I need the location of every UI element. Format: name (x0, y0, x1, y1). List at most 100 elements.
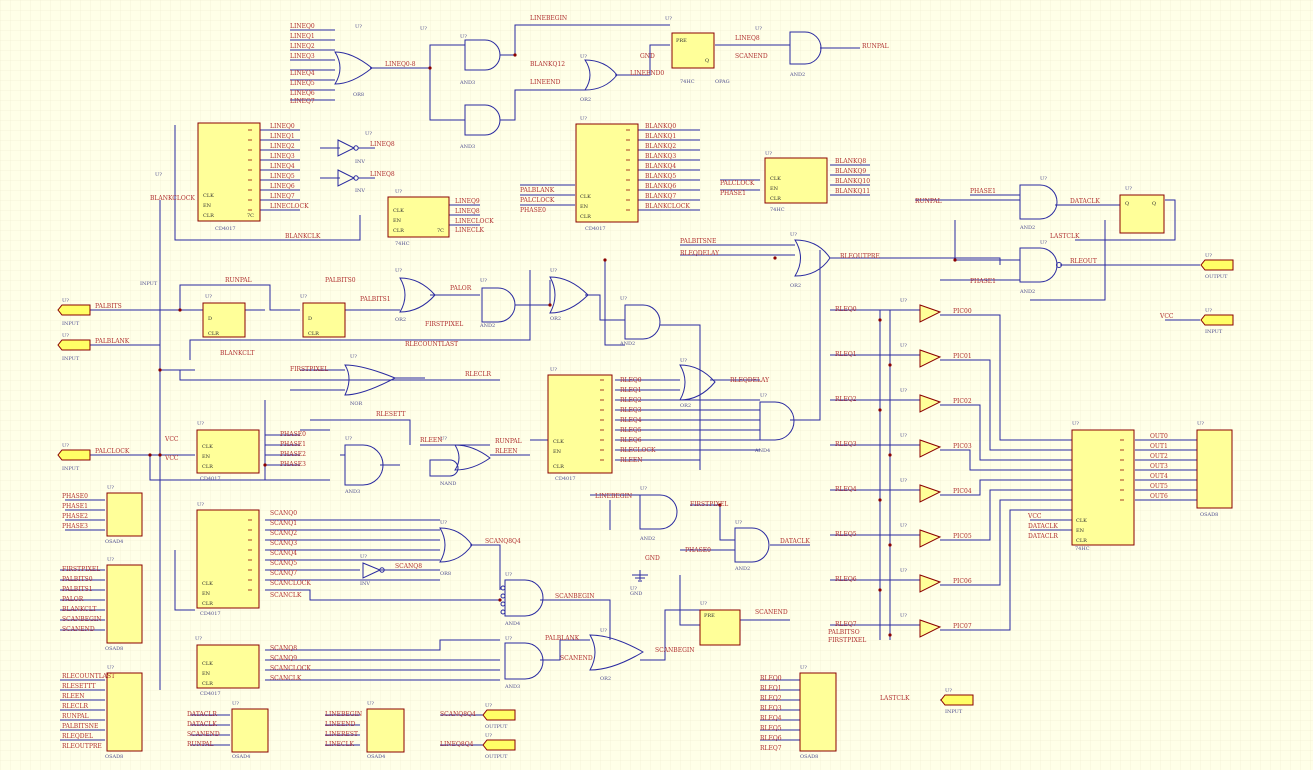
ports (57, 259, 1234, 751)
svg-text:CLK: CLK (770, 176, 781, 182)
svg-text:FIRSTPIXEL: FIRSTPIXEL (690, 501, 728, 508)
ic-block-U19 (231, 708, 269, 753)
inverter (362, 562, 382, 579)
svg-text:CLR: CLR (208, 331, 219, 337)
svg-text:SCANEND: SCANEND (755, 609, 788, 616)
svg-text:OSAD8: OSAD8 (105, 754, 123, 760)
svg-text:EN: EN (553, 449, 562, 455)
svg-text:PHASE1: PHASE1 (970, 278, 996, 285)
svg-text:U?: U? (355, 24, 362, 30)
and-gate (624, 304, 661, 340)
svg-text:BLANKCLT: BLANKCLT (62, 606, 96, 613)
svg-text:U?: U? (900, 343, 907, 349)
svg-text:RLEQ3: RLEQ3 (760, 705, 782, 712)
svg-text:U?: U? (1205, 308, 1212, 314)
svg-text:Q: Q (1125, 201, 1129, 207)
svg-text:INPUT: INPUT (945, 709, 963, 715)
ic-blocks (106, 32, 1233, 753)
and-gate (639, 494, 678, 530)
svg-text:CD4017: CD4017 (215, 226, 236, 232)
svg-text:PRE: PRE (704, 613, 715, 619)
svg-text:U?: U? (900, 478, 907, 484)
svg-text:PALBITS: PALBITS (95, 303, 122, 310)
or-gate (344, 364, 397, 396)
svg-text:OR2: OR2 (550, 316, 561, 322)
svg-text:Q: Q (705, 58, 709, 64)
svg-text:SCANQ2: SCANQ2 (270, 530, 297, 537)
or-gate (549, 276, 589, 314)
svg-text:AND4: AND4 (504, 621, 520, 627)
and-gate (734, 527, 770, 563)
svg-text:U?: U? (505, 572, 512, 578)
svg-text:PALCLOCK: PALCLOCK (95, 448, 130, 455)
ic-block-U10 (196, 429, 260, 474)
svg-text:U?: U? (640, 486, 647, 492)
svg-text:CLK: CLK (202, 661, 213, 667)
svg-text:CLR: CLR (202, 681, 213, 687)
svg-text:PHASE1: PHASE1 (280, 441, 306, 448)
svg-text:RLEQ5: RLEQ5 (835, 531, 857, 538)
svg-text:OSAD8: OSAD8 (1200, 512, 1218, 518)
svg-text:PALCLOCK: PALCLOCK (720, 180, 755, 187)
svg-text:LINEQ5: LINEQ5 (290, 80, 315, 87)
svg-text:DATACLK: DATACLK (1028, 523, 1058, 530)
svg-text:EN: EN (393, 218, 402, 224)
svg-text:RLEQ6: RLEQ6 (620, 437, 642, 444)
svg-text:RLEQ2: RLEQ2 (835, 396, 857, 403)
svg-text:LINEQ2: LINEQ2 (290, 43, 315, 50)
svg-text:U?: U? (1125, 186, 1132, 192)
svg-text:RUNPAL: RUNPAL (225, 277, 252, 284)
svg-text:PRE: PRE (676, 38, 687, 44)
svg-text:U?: U? (197, 421, 204, 427)
svg-text:LINECLOCK: LINECLOCK (270, 203, 309, 210)
svg-text:RUNPAL: RUNPAL (915, 198, 942, 205)
svg-text:U?: U? (395, 268, 402, 274)
svg-text:EN: EN (202, 454, 211, 460)
svg-text:U?: U? (580, 116, 587, 122)
svg-text:U?: U? (485, 733, 492, 739)
svg-text:RLEQ1: RLEQ1 (760, 685, 782, 692)
svg-text:PHASE0: PHASE0 (685, 547, 711, 554)
svg-text:BLANKQ9: BLANKQ9 (835, 168, 866, 175)
svg-text:U?: U? (1197, 421, 1204, 427)
bound-net-labels: BLANKCLOCK (150, 195, 195, 202)
svg-text:RUNPAL: RUNPAL (495, 438, 522, 445)
svg-text:AND2: AND2 (639, 536, 655, 542)
gates (334, 31, 1062, 680)
svg-text:RLEEN: RLEEN (62, 693, 85, 700)
svg-text:SCANEND: SCANEND (62, 626, 95, 633)
and-gate (429, 459, 459, 477)
svg-text:U?: U? (440, 520, 447, 526)
svg-text:INPUT: INPUT (62, 466, 80, 472)
svg-text:CLR: CLR (1076, 538, 1087, 544)
svg-text:LINEQ8: LINEQ8 (370, 171, 395, 178)
svg-text:U?: U? (620, 296, 627, 302)
svg-text:U?: U? (62, 298, 69, 304)
svg-text:AND2: AND2 (1019, 289, 1035, 295)
svg-text:LINEBEGIN: LINEBEGIN (595, 493, 632, 500)
ic-block-U9 (547, 374, 613, 474)
svg-text:U?: U? (205, 294, 212, 300)
or-gate (589, 634, 644, 671)
svg-text:EN: EN (203, 203, 212, 209)
svg-text:OR2: OR2 (680, 403, 691, 409)
svg-text:RUNPAL: RUNPAL (862, 43, 889, 50)
svg-text:OUTPUT: OUTPUT (485, 754, 508, 760)
svg-text:LINECLK: LINECLK (455, 227, 485, 234)
ic-block-U2 (387, 196, 450, 238)
svg-text:CLR: CLR (553, 464, 564, 470)
svg-text:D: D (208, 316, 212, 322)
svg-text:SCANQ7: SCANQ7 (270, 570, 297, 577)
svg-text:CLK: CLK (393, 208, 404, 214)
svg-text:AND3: AND3 (459, 80, 475, 86)
svg-text:PIC00: PIC00 (953, 308, 972, 315)
svg-text:CD4017: CD4017 (200, 611, 221, 617)
svg-text:RLEQ1: RLEQ1 (835, 351, 857, 358)
svg-text:RLECOUNTLAST: RLECOUNTLAST (405, 341, 458, 348)
svg-text:DATACLK: DATACLK (1070, 198, 1100, 205)
svg-text:U?: U? (365, 131, 372, 137)
svg-text:LINEQ5: LINEQ5 (270, 173, 295, 180)
svg-text:PALOR: PALOR (62, 596, 84, 603)
svg-text:OSAD8: OSAD8 (800, 754, 818, 760)
